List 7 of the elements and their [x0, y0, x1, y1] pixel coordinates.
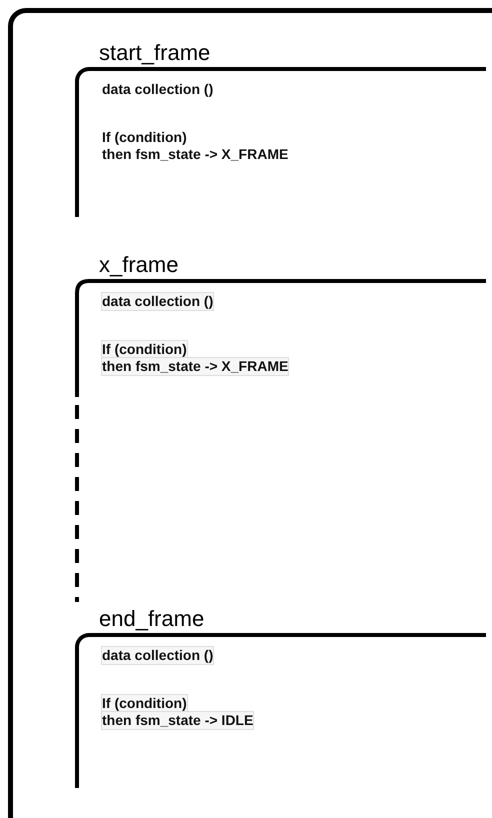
outer-frame	[8, 8, 492, 818]
code-line: then fsm_state -> X_FRAME	[102, 146, 288, 163]
section-heading: end_frame	[99, 606, 204, 632]
code-line: If (condition)	[102, 129, 187, 146]
section-heading: x_frame	[99, 252, 178, 278]
section-heading: start_frame	[99, 40, 210, 66]
code-line: data collection ()	[102, 81, 214, 98]
